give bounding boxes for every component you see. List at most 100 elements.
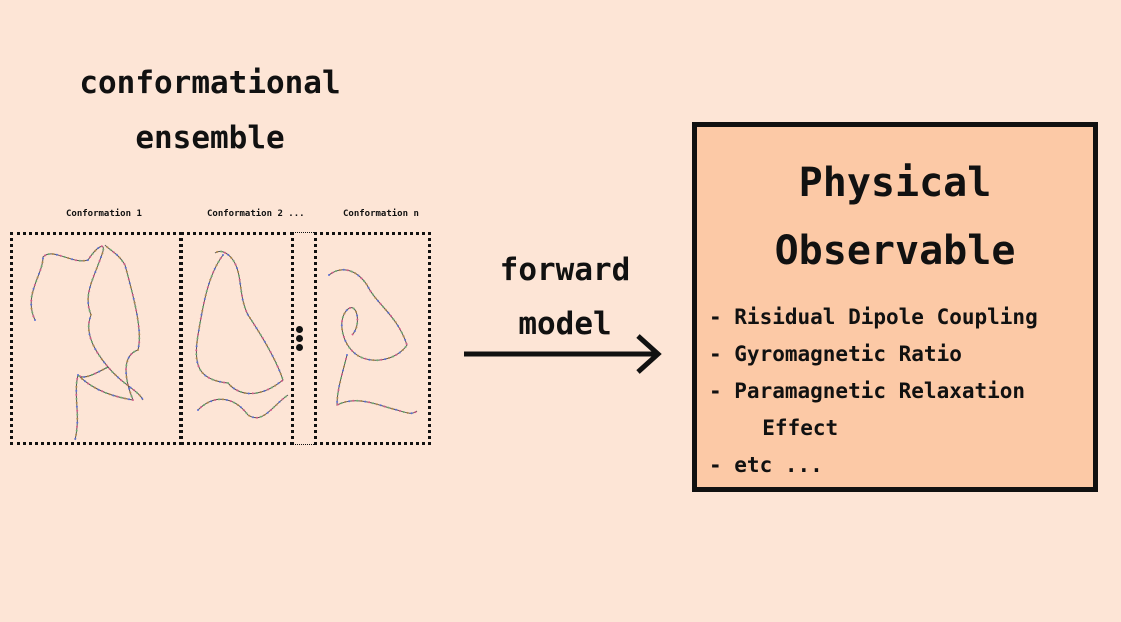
atom-dot: [271, 354, 274, 357]
atom-dot: [384, 308, 387, 311]
atom-dot: [133, 350, 136, 353]
atom-dot: [132, 389, 135, 391]
atom-dot: [400, 331, 403, 334]
atom-dot: [138, 333, 141, 336]
atom-dot: [75, 381, 78, 384]
atom-dot: [259, 333, 262, 336]
atom-dot: [241, 294, 243, 297]
atom-dot: [343, 365, 345, 368]
atom-dot: [263, 414, 266, 416]
atom-dot: [202, 305, 205, 308]
atom-dot: [102, 248, 105, 251]
atom-dot: [348, 346, 351, 349]
atom-dot: [124, 266, 127, 269]
atom-dot: [30, 295, 33, 298]
atom-dot: [111, 371, 114, 373]
atom-dot: [215, 379, 218, 382]
atom-dot: [336, 403, 339, 406]
atom-dot: [199, 317, 202, 320]
atom-dot: [97, 247, 100, 249]
atom-dot: [88, 317, 91, 320]
atom-dot: [270, 386, 273, 389]
atom-dot: [328, 274, 330, 276]
atom-dot: [202, 301, 205, 304]
atom-dot: [89, 255, 92, 258]
atom-dot: [87, 298, 90, 300]
atom-dot: [239, 406, 242, 409]
atom-dot: [376, 299, 379, 302]
atom-dot: [199, 368, 202, 371]
atom-dot: [42, 257, 44, 260]
atom-dot: [396, 324, 399, 327]
atom-dot: [118, 256, 121, 259]
atom-dot: [277, 382, 280, 385]
atom-dot: [348, 400, 351, 403]
atom-dot: [195, 345, 198, 348]
atom-dot: [89, 313, 92, 316]
atom-dot: [229, 400, 232, 403]
atom-dot: [205, 290, 208, 293]
atom-dot: [126, 360, 129, 363]
atom-dot: [38, 272, 40, 275]
atom-dot: [76, 425, 78, 428]
atom-dot: [131, 293, 134, 296]
atom-dot: [236, 403, 239, 406]
atom-dot: [227, 253, 230, 256]
atom-dot: [216, 250, 219, 253]
atom-dot: [232, 259, 235, 262]
atom-dot: [222, 398, 224, 401]
atom-dot: [225, 399, 228, 401]
atom-dot: [388, 357, 390, 359]
atom-dot: [342, 369, 344, 372]
atom-dot: [394, 321, 397, 324]
atom-dot: [128, 282, 131, 285]
atom-dot: [242, 302, 245, 305]
atom-dot: [337, 389, 340, 391]
atom-dot: [128, 387, 131, 390]
atom-dot: [95, 267, 98, 270]
atom-dot: [74, 437, 77, 440]
atom-dot: [266, 411, 269, 414]
atom-dot: [125, 368, 127, 371]
atom-dot: [30, 299, 33, 302]
atom-dot: [281, 376, 284, 379]
vertical-ellipsis-icon: [296, 326, 303, 353]
atom-dot: [88, 321, 90, 324]
atom-dot: [340, 377, 342, 380]
atom-dot: [136, 317, 139, 320]
atom-dot: [112, 394, 115, 397]
atom-dot: [355, 326, 358, 329]
atom-dot: [197, 365, 200, 368]
atom-dot: [253, 323, 256, 326]
atom-dot: [368, 358, 371, 361]
atom-dot: [89, 337, 92, 340]
atom-dot: [88, 333, 91, 336]
atom-dot: [30, 303, 33, 306]
atom-dot: [263, 389, 266, 392]
atom-dot: [44, 254, 47, 257]
atom-dot: [346, 269, 349, 272]
atom-dot: [87, 375, 89, 378]
atom-dot: [356, 322, 359, 325]
atom-dot: [269, 409, 272, 412]
atom-dot: [108, 368, 111, 370]
atom-dot: [87, 329, 90, 332]
atom-dot: [94, 249, 97, 252]
atom-dot: [364, 400, 367, 403]
atom-dot: [138, 341, 141, 344]
atom-dot: [354, 272, 357, 275]
atom-dot: [395, 408, 398, 411]
atom-dot: [230, 256, 233, 259]
forward-model-line2: model: [518, 306, 612, 342]
atom-dot: [127, 278, 130, 281]
atom-dot: [34, 319, 36, 321]
atom-dot: [363, 280, 366, 283]
atom-dot: [98, 370, 101, 373]
atom-dot: [94, 372, 97, 375]
atom-dot: [233, 401, 236, 404]
conformation-n-panel: [314, 232, 431, 445]
atom-dot: [129, 286, 132, 289]
conformation-1-label: Conformation 1: [66, 209, 142, 219]
observable-list: - Risidual Dipole Coupling - Gyromagneti…: [709, 299, 1038, 484]
atom-dot: [59, 254, 62, 257]
